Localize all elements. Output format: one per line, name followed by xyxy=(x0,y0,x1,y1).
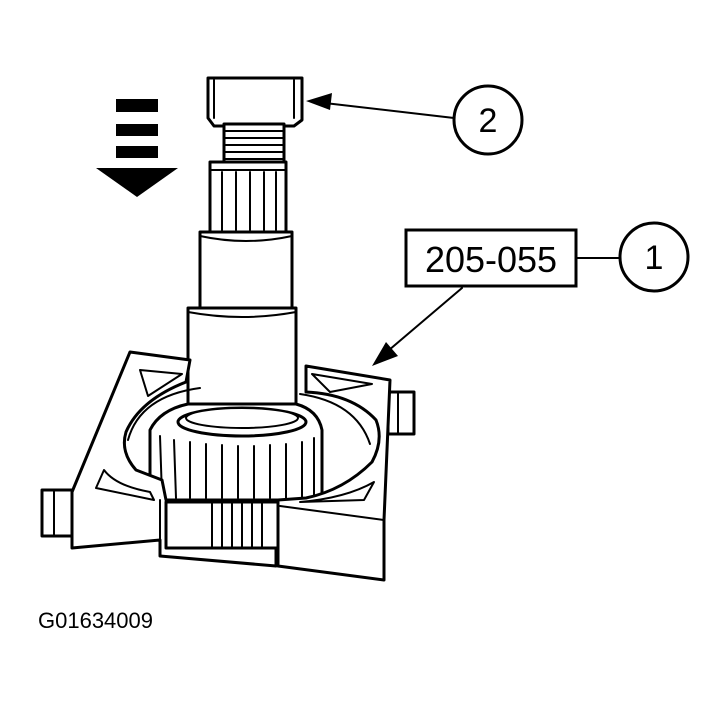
tool-number-label: 205-055 xyxy=(425,239,557,280)
figure-code: G01634009 xyxy=(38,608,153,633)
press-ram xyxy=(206,76,304,128)
callout-2-leader xyxy=(306,93,455,119)
callout-1-label: 1 xyxy=(645,239,664,277)
press-down-arrow-icon xyxy=(96,99,178,197)
tool-number-callout: 205-055 xyxy=(372,228,621,366)
callout-2: 2 xyxy=(452,84,524,156)
splined-shaft xyxy=(208,160,288,234)
bearing-splitter-tool xyxy=(40,350,416,582)
pinion-bearing xyxy=(148,402,324,502)
callout-1: 1 xyxy=(618,221,690,293)
pinion-shaft xyxy=(186,230,298,422)
callout-2-label: 2 xyxy=(479,102,498,140)
shaft-threads xyxy=(222,122,286,166)
